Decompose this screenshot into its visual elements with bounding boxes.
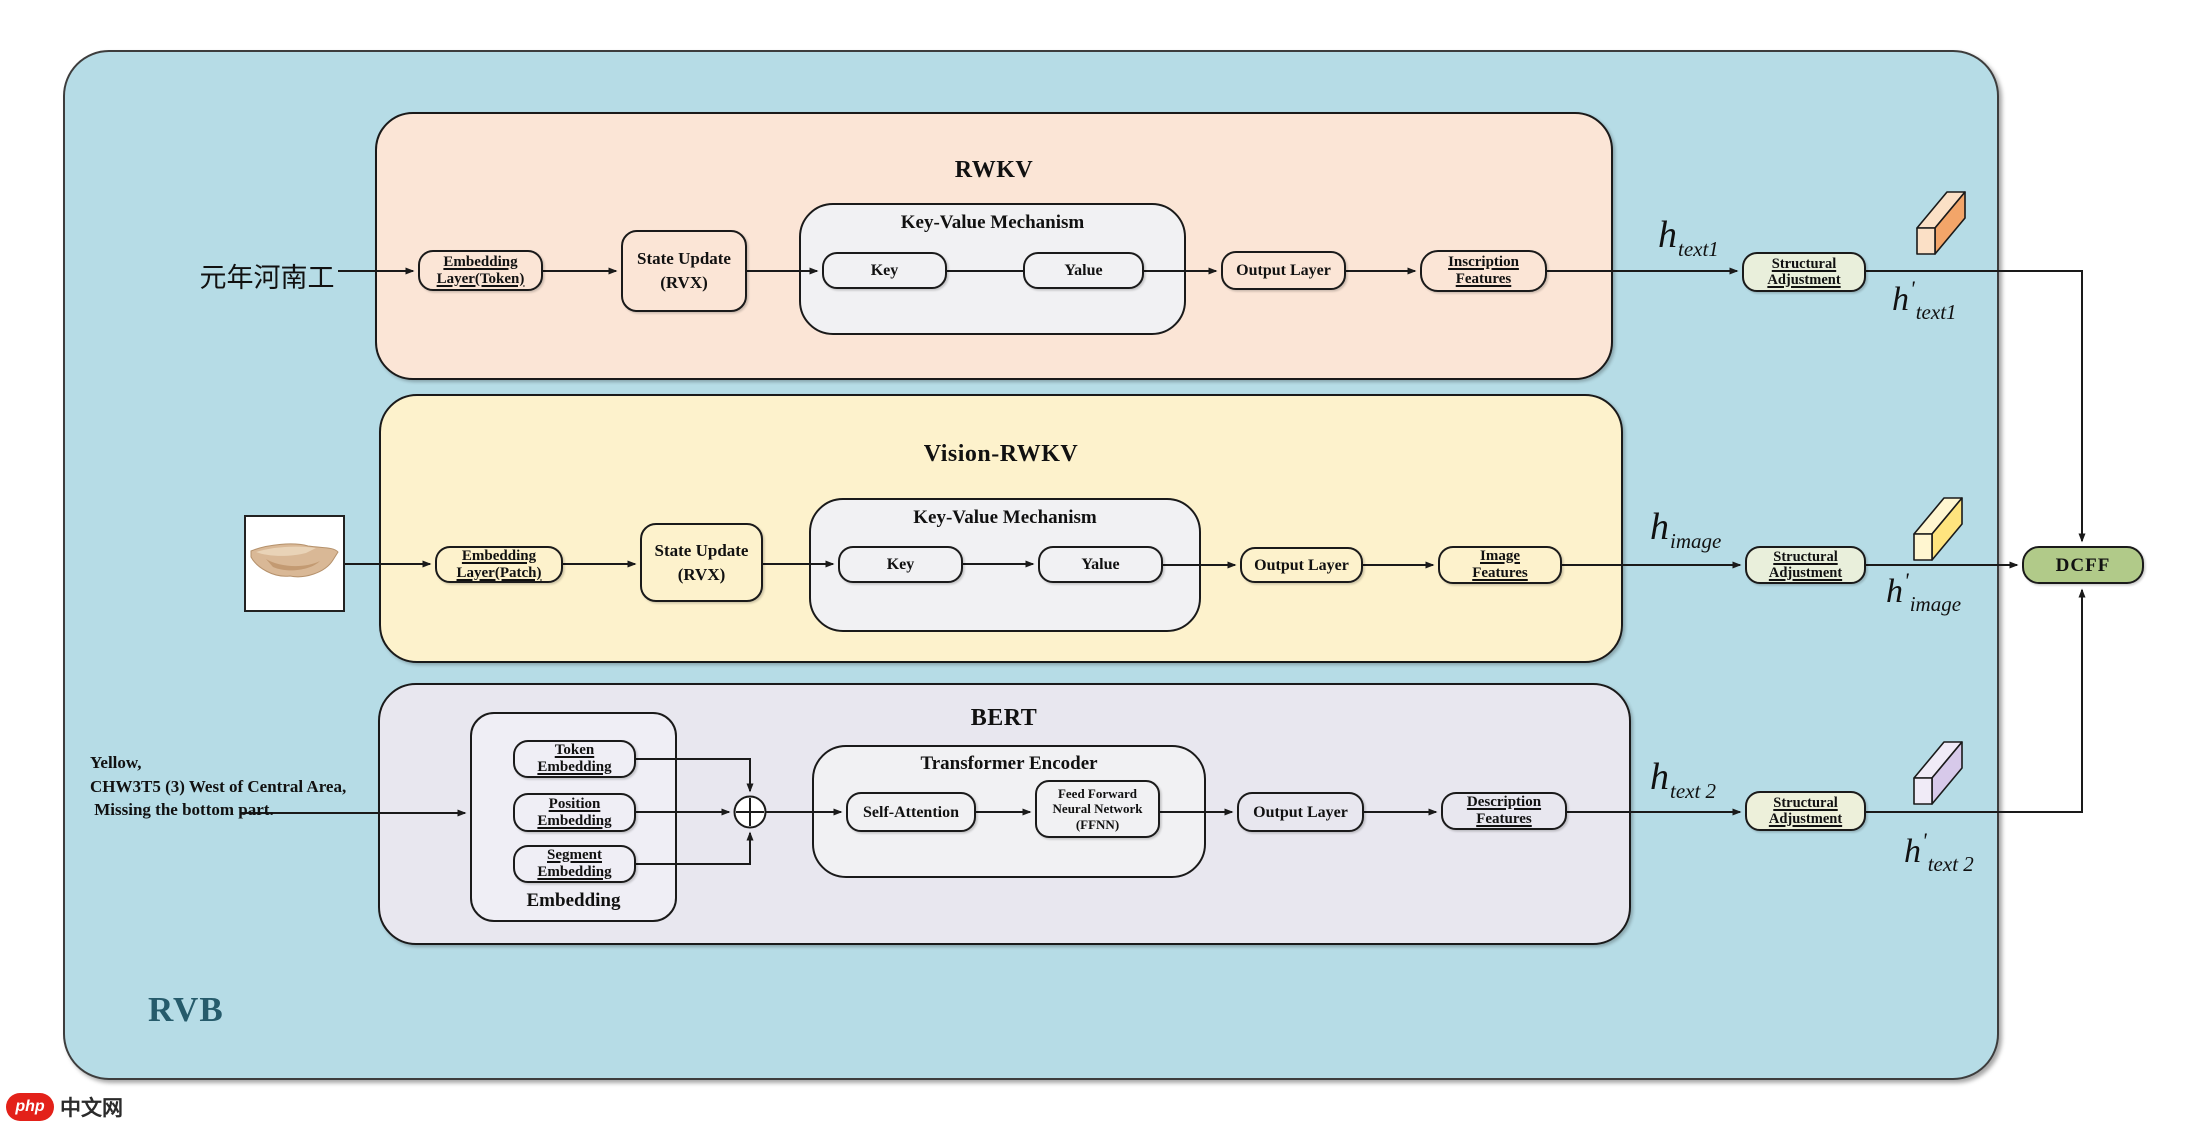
- embedding-layer-patch-line1: Embedding: [461, 547, 537, 564]
- structural-adjustment-box-bert: Structural Adjustment: [1745, 791, 1866, 831]
- output-layer-box-vision: Output Layer: [1240, 547, 1363, 583]
- text1-feature-cube: [1916, 191, 1966, 255]
- structural-line1: Structural: [1771, 256, 1837, 272]
- output-layer-box-bert: Output Layer: [1237, 792, 1364, 832]
- bert-title: BERT: [970, 705, 1038, 731]
- pottery-shard-image: [250, 543, 339, 578]
- image-features-box: Image Features: [1438, 546, 1562, 584]
- output-layer-box-rwkv: Output Layer: [1221, 251, 1346, 290]
- self-attention-box: Self-Attention: [846, 792, 976, 832]
- state-update-box-vision: State Update (RVX): [640, 523, 763, 602]
- php-logo-icon: php: [6, 1093, 54, 1121]
- embedding-layer-patch-line2: Layer(Patch): [456, 564, 542, 581]
- value-box-rwkv: Yalue: [1023, 252, 1144, 289]
- embedding-layer-token-box: Embedding Layer(Token): [418, 250, 543, 291]
- key-box-rwkv: Key: [822, 252, 947, 289]
- kv-mechanism-title-rwkv: Key-Value Mechanism: [900, 212, 1085, 233]
- state-update-box-rwkv: State Update (RVX): [621, 230, 747, 312]
- key-box-vision: Key: [838, 546, 963, 583]
- h-text1-label: htext1: [1658, 214, 1719, 261]
- kv-mechanism-title-vision: Key-Value Mechanism: [913, 507, 1097, 528]
- state-update-line1: State Update: [637, 249, 731, 268]
- dcff-box: DCFF: [2022, 546, 2144, 584]
- value-box-vision: Yalue: [1038, 546, 1163, 583]
- position-embedding-box: Position Embedding: [513, 793, 636, 832]
- description-features-box: Description Features: [1441, 792, 1567, 830]
- plus-icon: [733, 795, 767, 829]
- ffnn-box: Feed Forward Neural Network (FFNN): [1035, 780, 1160, 838]
- structural-adjustment-box-rwkv: Structural Adjustment: [1742, 252, 1866, 292]
- embedding-layer-patch-box: Embedding Layer(Patch): [435, 546, 563, 583]
- inscription-features-line2: Features: [1455, 271, 1512, 287]
- image-feature-cube: [1913, 497, 1963, 561]
- rvb-label: RVB: [148, 990, 224, 1029]
- embedding-layer-token-line1: Embedding: [443, 253, 518, 270]
- inscription-features-box: Inscription Features: [1420, 250, 1547, 292]
- embedding-layer-token-line2: Layer(Token): [436, 270, 525, 287]
- description-text-input: Yellow, CHW3T5 (3) West of Central Area,…: [90, 753, 347, 819]
- h-prime-text2-label: h'text 2: [1904, 828, 1974, 876]
- structural-line2: Adjustment: [1767, 272, 1841, 288]
- watermark-site-text: 中文网: [60, 1097, 123, 1120]
- structural-adjustment-box-vision: Structural Adjustment: [1745, 546, 1866, 584]
- php-cn-watermark: php 中文网: [6, 1092, 123, 1122]
- h-text2-label: htext 2: [1650, 756, 1717, 803]
- transformer-encoder-title: Transformer Encoder: [920, 753, 1098, 774]
- h-prime-text1-label: h'text1: [1892, 276, 1957, 324]
- inscription-features-line1: Inscription: [1448, 254, 1519, 270]
- inscription-image-input: [244, 515, 345, 612]
- bert-embedding-group-label: Embedding: [526, 890, 621, 911]
- h-prime-image-label: h'image: [1886, 568, 1962, 616]
- vision-rwkv-title: Vision-RWKV: [923, 441, 1079, 467]
- text2-feature-cube: [1913, 741, 1963, 805]
- rwkv-title: RWKV: [954, 157, 1034, 183]
- inscription-text-input: 元年河南工: [199, 263, 335, 293]
- h-image-label: himage: [1650, 506, 1722, 553]
- state-update-line2: (RVX): [660, 273, 708, 292]
- token-embedding-box: Token Embedding: [513, 740, 636, 778]
- segment-embedding-box: Segment Embedding: [513, 845, 636, 883]
